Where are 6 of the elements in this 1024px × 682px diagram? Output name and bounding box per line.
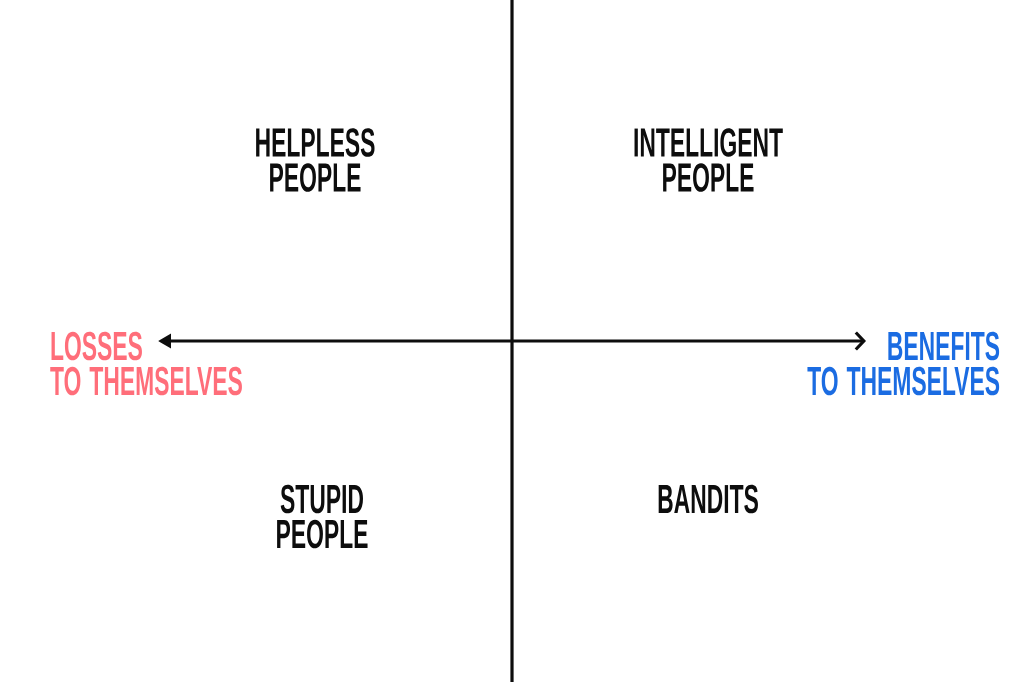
quadrant-label: BANDITS [658,484,758,514]
axis-label: LOSSES TO THEMSELVES [50,331,242,396]
quadrant-label: HELPLESS PEOPLE [256,128,375,192]
quadrant-label: STUPID PEOPLE [277,484,368,549]
axis-label: BENEFITS TO THEMSELVES [807,331,1000,396]
quadrant-label: INTELLIGENT PEOPLE [634,128,783,192]
